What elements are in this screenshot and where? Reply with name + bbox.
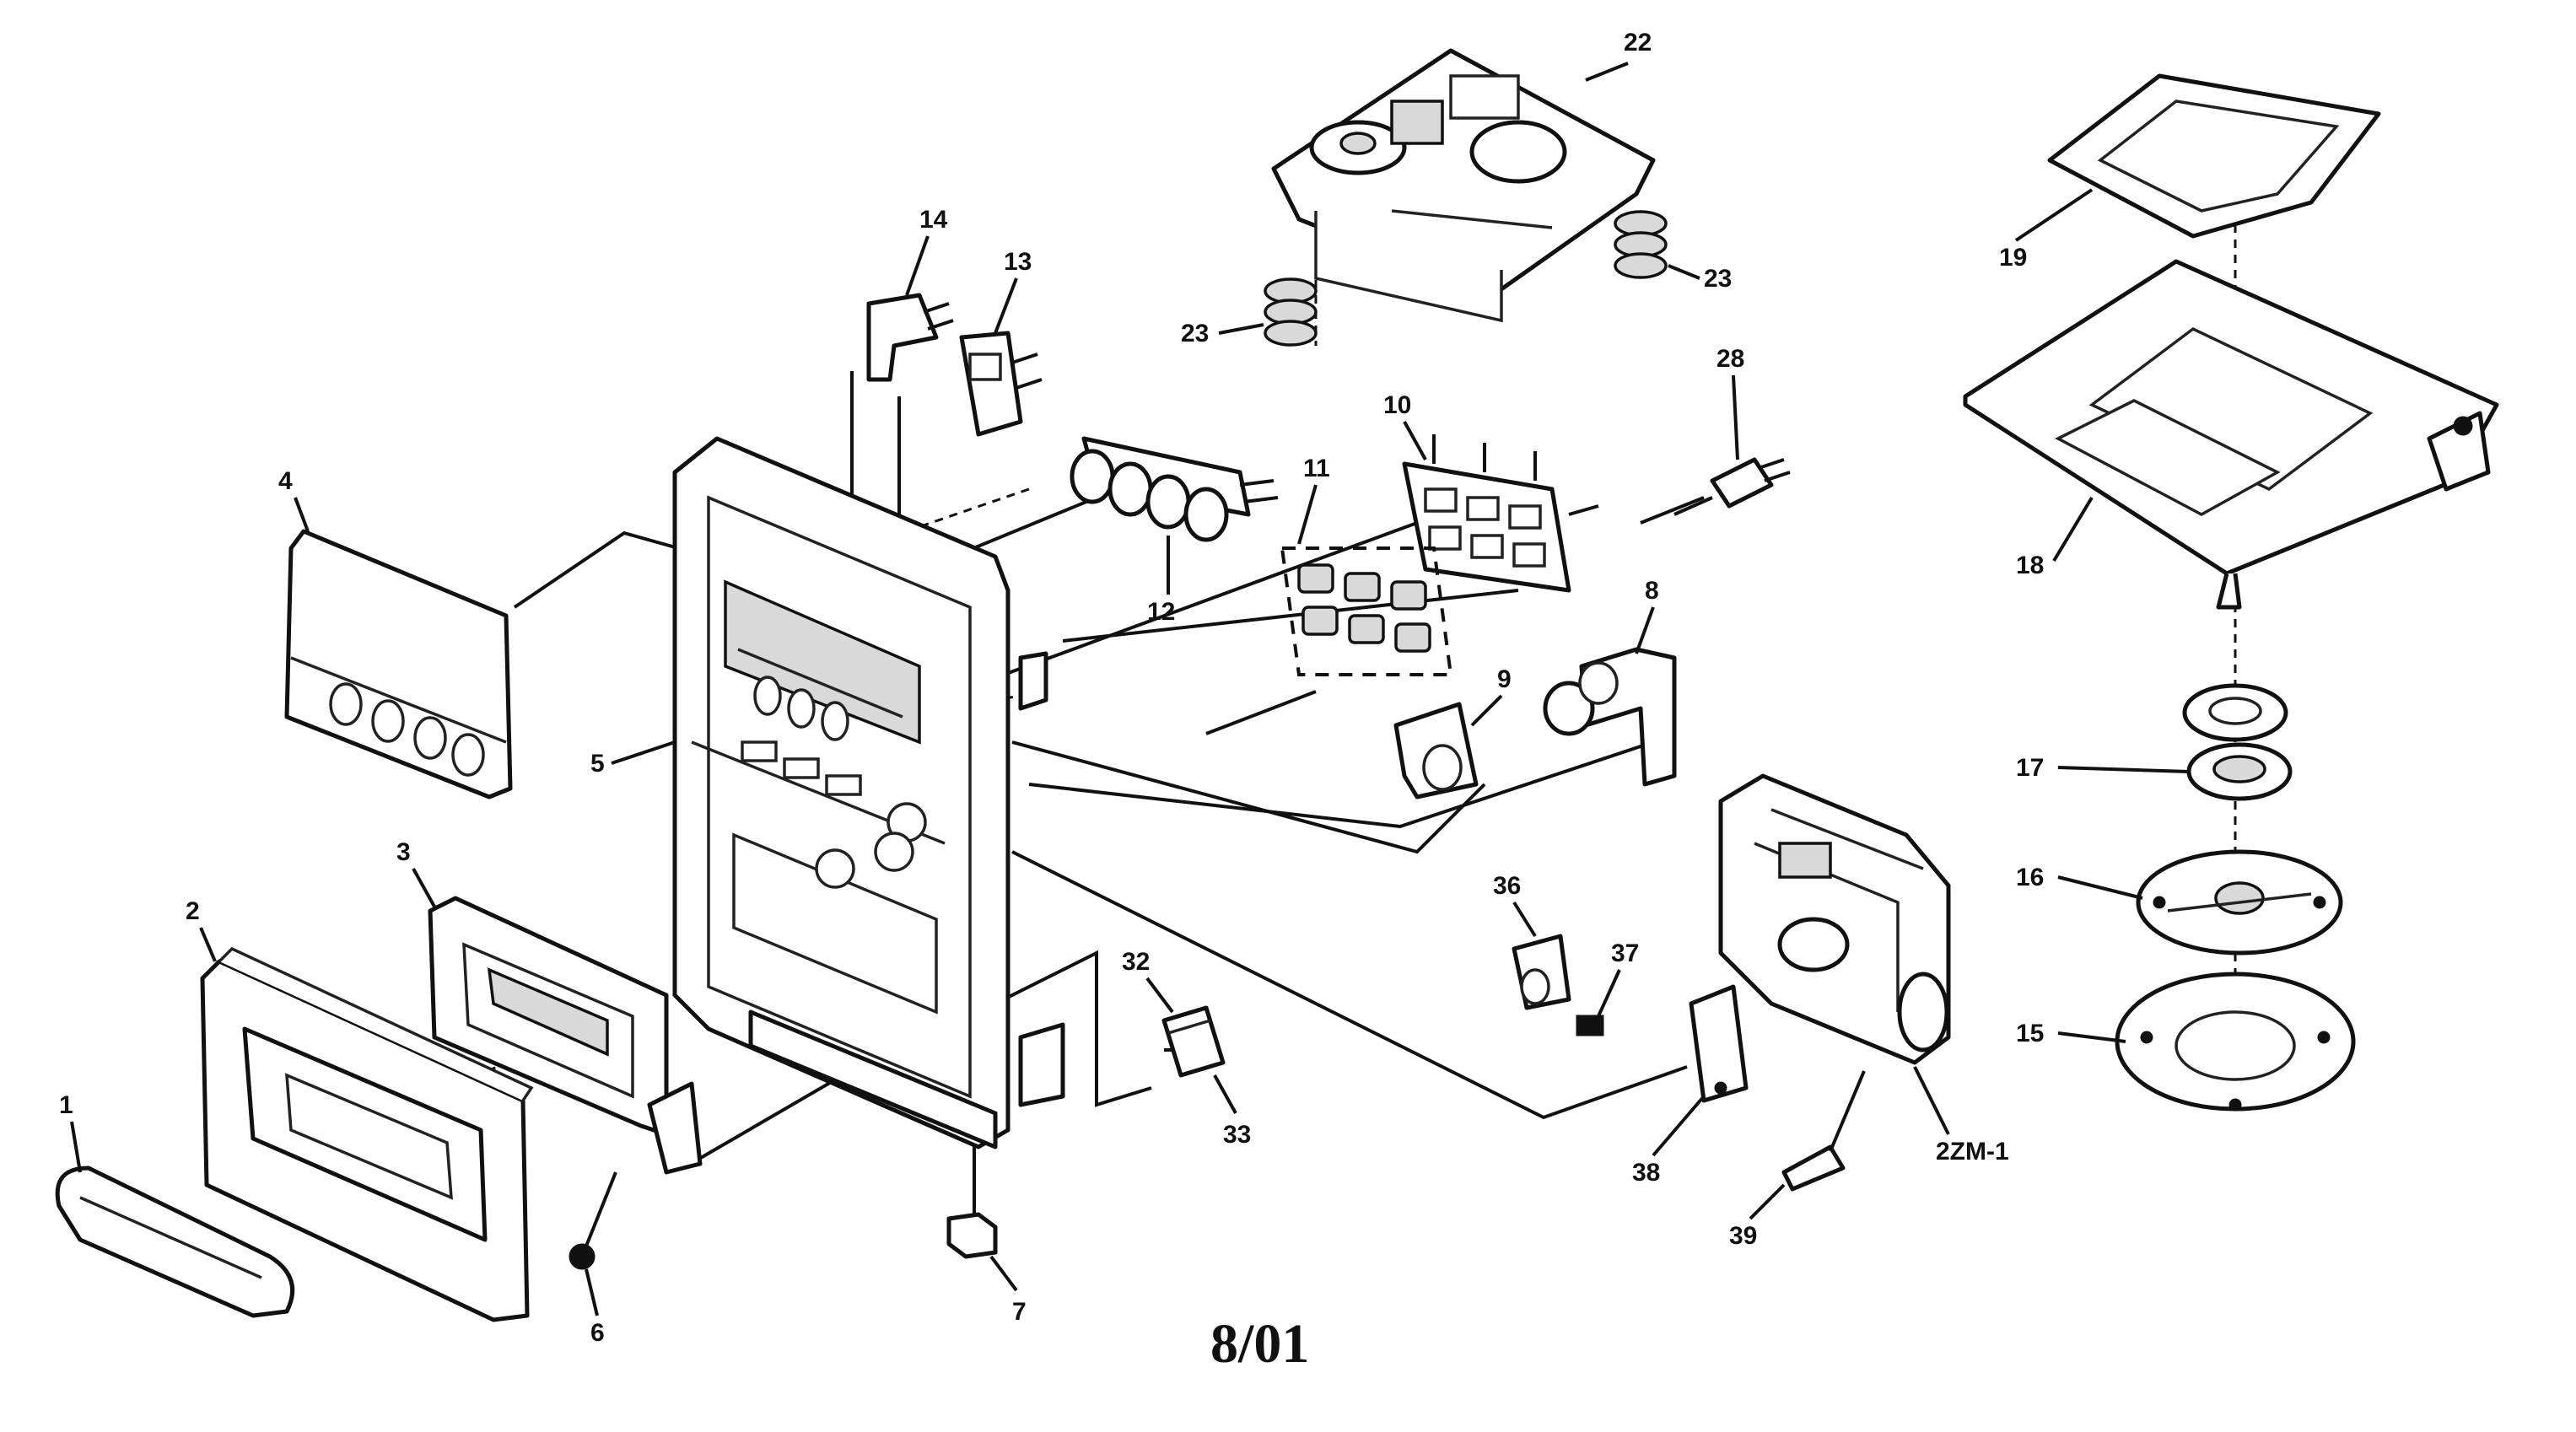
part-8-switch: [1543, 647, 1677, 787]
part-10-button-board: [1402, 434, 1599, 593]
label-part-11: 11: [1303, 455, 1330, 482]
part-32-module: [1161, 1005, 1226, 1078]
label-part-32: 32: [1122, 948, 1150, 976]
part-7-foot: [946, 1212, 998, 1259]
label-part-17: 17: [2016, 754, 2044, 782]
part-11-button-set: [1280, 546, 1453, 676]
label-part-8: 8: [1645, 577, 1659, 605]
label-part-28: 28: [1716, 345, 1744, 373]
part-18-chassis: [1963, 259, 2499, 610]
part-38-bracket: [1689, 984, 1749, 1103]
part-16-turntable: [2136, 849, 2343, 956]
part-1-handle: [55, 1166, 295, 1318]
part-2-front-bezel: [200, 946, 534, 1322]
label-part-19: 19: [1999, 244, 2027, 272]
label-part-3: 3: [396, 838, 411, 866]
label-part-7: 7: [1012, 1298, 1027, 1326]
part-23-damper-left: [1264, 277, 1318, 347]
label-part-22: 22: [1624, 29, 1652, 57]
part-5-main-cabinet: [672, 436, 1065, 1149]
label-part-38: 38: [1632, 1159, 1660, 1187]
label-part-10: 10: [1383, 391, 1411, 419]
revision-date: 8/01: [1210, 1313, 1309, 1375]
label-part-36: 36: [1493, 872, 1521, 900]
part-14-connector: [866, 293, 954, 382]
part-28-power-plug: [1673, 457, 1791, 516]
label-part-6: 6: [590, 1319, 605, 1347]
label-part-2: 2: [186, 897, 200, 925]
part-2zm1-tape-mechanism: [1718, 773, 1951, 1065]
callout-labels: 1 2 3 4 5 6 7 8 9 10 11 12 13 14 15 16 1…: [59, 29, 2190, 1347]
label-part-15: 15: [2016, 1020, 2044, 1047]
label-part-16: 16: [2016, 864, 2044, 891]
part-37-spring: [1576, 1015, 1604, 1036]
label-part-14: 14: [919, 206, 948, 234]
part-4-button-panel: [284, 529, 513, 799]
label-part-23-right: 23: [1704, 265, 1732, 293]
label-part-33: 33: [1223, 1121, 1251, 1149]
label-part-23-left: 23: [1181, 320, 1209, 347]
part-22-cd-mechanism: [1271, 48, 1656, 323]
label-part-12: 12: [1147, 598, 1175, 626]
label-part-4: 4: [278, 467, 293, 495]
part-12-knob-strip: [1070, 436, 1279, 542]
label-part-39: 39: [1729, 1222, 1757, 1250]
part-39-lever: [1781, 1070, 1866, 1192]
part-23-damper-right: [1614, 210, 1668, 279]
part-15-base-ring: [2115, 972, 2356, 1112]
label-part-13: 13: [1004, 248, 1032, 276]
part-36-motor: [1512, 934, 1571, 1010]
label-part-37: 37: [1611, 939, 1639, 967]
part-13-switch: [959, 331, 1043, 437]
part-9-knob-bracket: [1393, 702, 1479, 799]
label-part-2zm1: 2ZM-1: [1936, 1138, 2009, 1166]
part-19-lid: [2047, 73, 2381, 239]
part-3-window-frame: [428, 896, 703, 1175]
part-6-shaft: [569, 1171, 617, 1270]
spindle-ring: [2182, 683, 2288, 742]
label-part-9: 9: [1497, 665, 1512, 693]
part-17-ring: [2186, 742, 2293, 801]
label-part-1: 1: [59, 1091, 73, 1119]
label-part-18: 18: [2016, 552, 2044, 579]
label-part-5: 5: [590, 750, 605, 778]
